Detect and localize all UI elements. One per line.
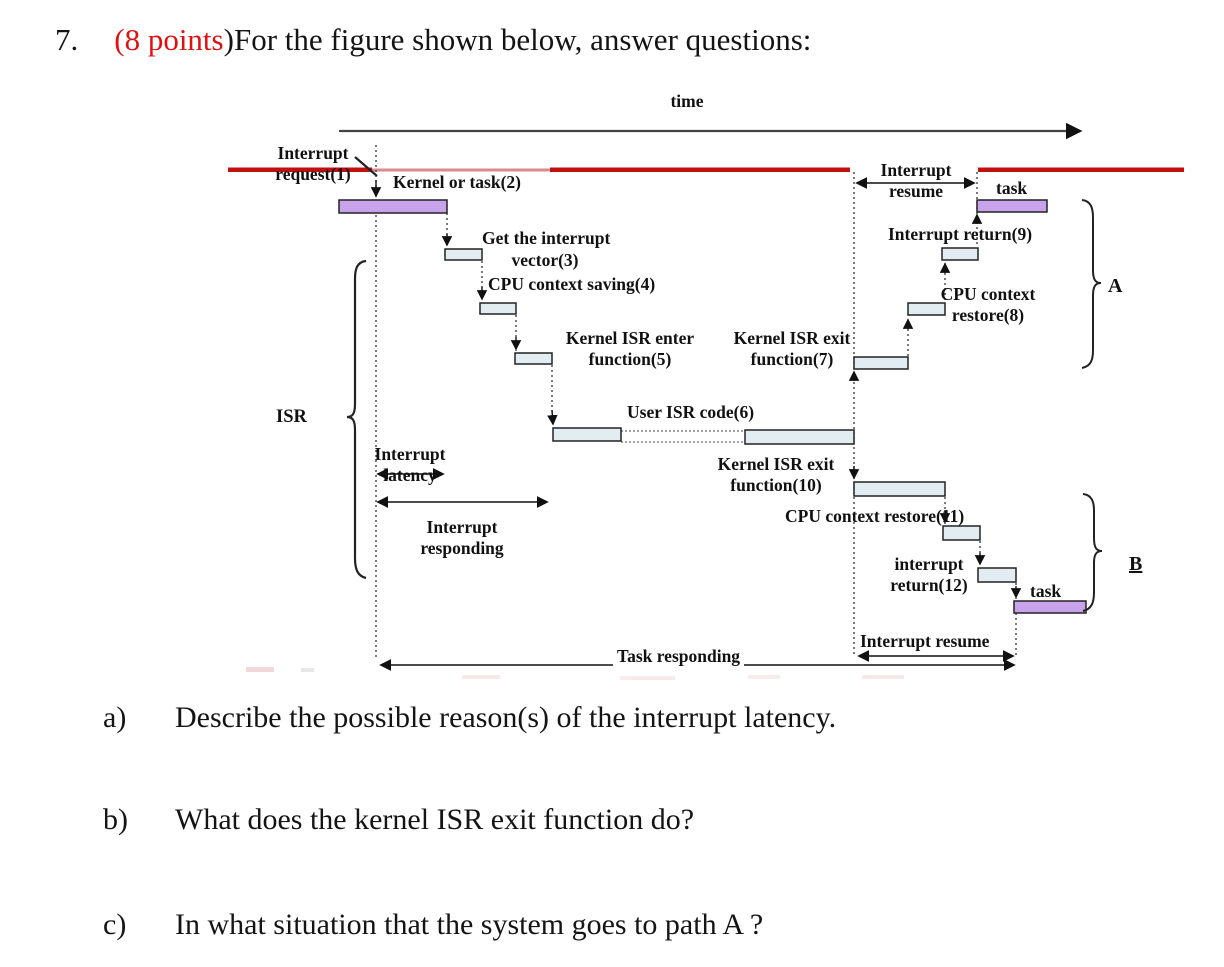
kernel-isr-exit10-label: Kernel ISR exit function(10) xyxy=(717,454,835,495)
bar-cpu-saving-4 xyxy=(479,302,517,315)
irq-line-seg3 xyxy=(550,167,850,172)
bar-get-vector-3 xyxy=(444,248,483,261)
interrupt-return12-label: interrupt return(12) xyxy=(890,554,968,595)
kernel-isr-enter-label: Kernel ISR enter function(5) xyxy=(565,328,695,369)
path-a-label: A xyxy=(1108,275,1123,297)
irq-line-seg4 xyxy=(978,167,1184,172)
task-responding-label: Task responding xyxy=(613,646,745,667)
title-text: )For the figure shown below, answer ques… xyxy=(223,22,812,57)
isr-label: ISR xyxy=(276,407,307,427)
path-b-label: B xyxy=(1129,553,1143,575)
bar-cpu-restore-11 xyxy=(942,525,981,541)
interrupt-return9-label: Interrupt return(9) xyxy=(888,224,1033,244)
get-vector-label-line1: Get the interrupt xyxy=(482,228,611,248)
bar-user-isr-6-right xyxy=(744,429,855,445)
question-b-text: What does the kernel ISR exit function d… xyxy=(175,803,695,836)
question-title: 7. (8 points)For the figure shown below, … xyxy=(55,22,811,58)
question-c-text: In what situation that the system goes t… xyxy=(175,908,764,941)
kernel-or-task-label: Kernel or task(2) xyxy=(393,172,521,192)
cpu-context-saving-label: CPU context saving(4) xyxy=(488,274,656,294)
bar-interrupt-return-9 xyxy=(941,247,979,261)
irq-line-seg2-light xyxy=(372,168,550,172)
interrupt-responding-label: Interrupt responding xyxy=(420,517,504,558)
question-a-text: Describe the possible reason(s) of the i… xyxy=(175,701,837,734)
brace-path-b xyxy=(1082,493,1103,612)
bar-cpu-restore-8 xyxy=(907,302,946,316)
bar-kernel-or-task-2 xyxy=(338,199,448,214)
user-isr-code-label: User ISR code(6) xyxy=(627,402,755,422)
brace-isr xyxy=(346,259,367,580)
get-vector-label-line2: vector(3) xyxy=(511,250,579,270)
time-label: time xyxy=(670,91,704,111)
interrupt-latency-label: Interrupt latency xyxy=(374,444,446,485)
kernel-isr-exit7-label: Kernel ISR exit function(7) xyxy=(733,328,851,369)
step-arrows xyxy=(370,180,1022,599)
task-top-label: task xyxy=(996,178,1028,198)
user-isr-elapsed-dots xyxy=(621,430,745,443)
question-b-label: b) xyxy=(103,803,128,836)
bar-isr-enter-5 xyxy=(514,352,553,365)
bar-isr-exit-10 xyxy=(853,481,946,497)
brace-path-a xyxy=(1081,199,1102,369)
bar-task-resume-bottom xyxy=(1013,600,1087,614)
task-bottom-label: task xyxy=(1030,581,1062,601)
cpu-context-restore8-label: CPU context restore(8) xyxy=(940,284,1036,325)
bar-user-isr-6-left xyxy=(552,427,622,442)
bar-task-resume-top xyxy=(976,199,1048,213)
interrupt-resume-top-label: Interrupt resume xyxy=(880,160,952,201)
question-c-label: c) xyxy=(103,908,127,941)
timing-diagram xyxy=(228,122,1184,680)
crop-artifacts xyxy=(246,667,904,680)
irq-line-seg1 xyxy=(228,167,372,172)
cpu-context-restore11-label: CPU context restore(11) xyxy=(785,506,965,526)
points-text: (8 points xyxy=(114,22,224,57)
bar-interrupt-return-12 xyxy=(977,567,1017,583)
question-a-label: a) xyxy=(103,701,127,734)
question-number: 7. xyxy=(55,22,79,57)
interrupt-request-label: Interrupt request(1) xyxy=(275,143,351,184)
interrupt-resume-bottom-label: Interrupt resume xyxy=(860,631,990,651)
request-pointer-stroke xyxy=(354,156,378,177)
bar-isr-exit-7 xyxy=(853,356,909,370)
